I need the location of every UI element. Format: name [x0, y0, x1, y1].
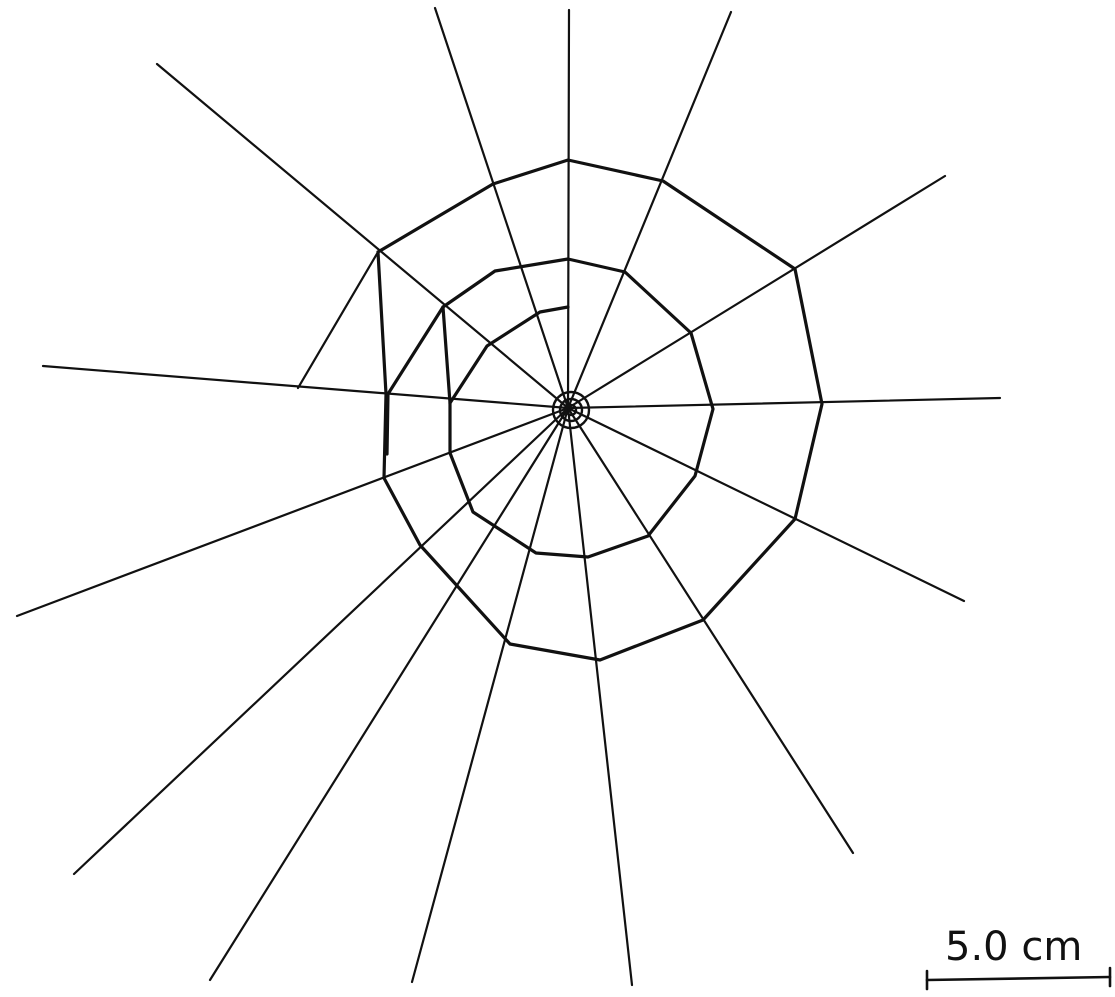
scale-bar: 5.0 cm	[927, 924, 1110, 989]
radial-thread	[568, 398, 1000, 408]
radial-thread	[568, 10, 569, 408]
radial-thread	[568, 176, 945, 408]
radial-thread	[298, 252, 378, 388]
spiral-turn-outer	[378, 160, 822, 660]
scale-bar-line	[927, 977, 1110, 980]
radial-thread	[568, 408, 964, 601]
radial-thread	[17, 408, 568, 616]
capture-spiral	[378, 160, 822, 660]
radial-thread	[412, 408, 568, 982]
radial-thread	[43, 366, 568, 408]
spiral-turn-inner	[387, 307, 443, 454]
radial-threads	[17, 8, 1000, 985]
scale-bar-label: 5.0 cm	[945, 924, 1082, 970]
radial-thread	[157, 64, 568, 408]
